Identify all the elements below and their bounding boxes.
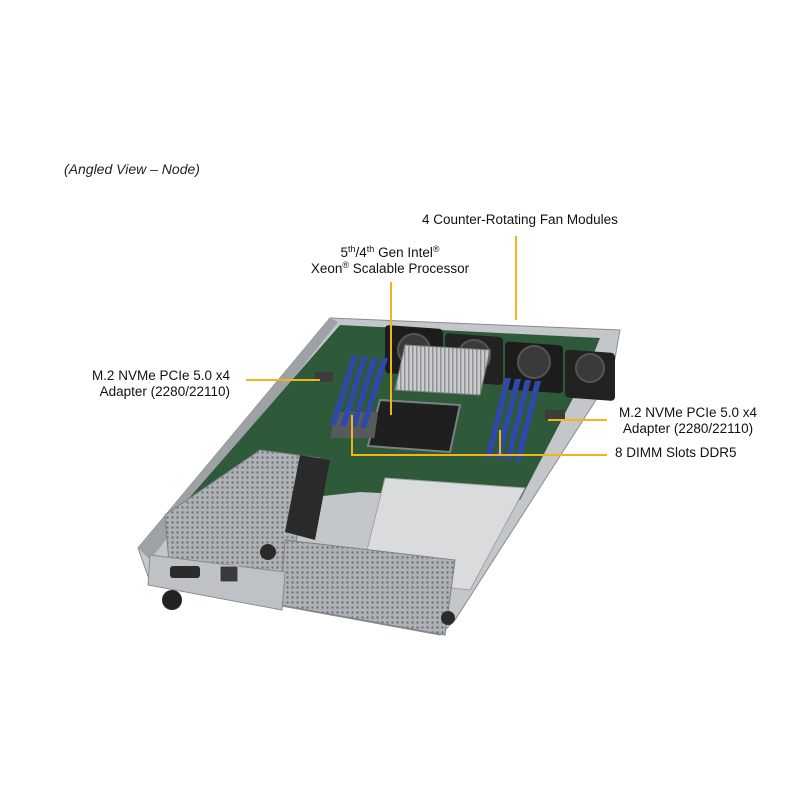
leader-lines	[246, 236, 607, 456]
callout-processor-line1: 5th/4th Gen Intel®	[340, 244, 440, 261]
ethernet-port	[219, 565, 239, 583]
cpu-heatsink	[394, 344, 491, 396]
view-caption: (Angled View – Node)	[64, 161, 200, 177]
cpu-socket	[366, 398, 462, 454]
dimm-slots-right	[485, 378, 541, 461]
handle-knob	[162, 590, 182, 610]
callout-m2-left: M.2 NVMe PCIe 5.0 x4 Adapter (2280/22110…	[91, 368, 230, 399]
serial-port	[170, 566, 200, 578]
callout-m2-right: M.2 NVMe PCIe 5.0 x4 Adapter (2280/22110…	[618, 405, 758, 436]
callout-dimm-slots: 8 DIMM Slots DDR5	[615, 445, 737, 460]
callout-processor: 5th/4th Gen Intel® Xeon® Scalable Proces…	[305, 245, 475, 277]
callout-processor-line2: Xeon® Scalable Processor	[310, 260, 470, 277]
m2-adapter-right	[545, 410, 565, 420]
m2-adapter-left	[315, 372, 333, 382]
callout-fan-modules: 4 Counter-Rotating Fan Modules	[422, 212, 618, 227]
dimm-slots-left	[330, 355, 388, 428]
